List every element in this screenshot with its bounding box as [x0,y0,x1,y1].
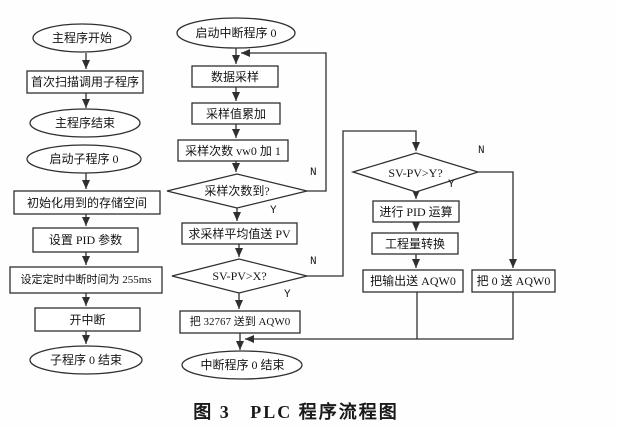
node-int0-end: 中断程序 0 结束 [200,358,285,372]
branch-label-x-yes: Y [284,289,291,301]
connector-lines [82,48,517,350]
branch-label-x-no: N [310,256,317,268]
branch-label-sample-count-no: N [310,167,317,179]
branch-label-sample-count-yes: Y [270,205,277,217]
node-sv-pv-gt-y: SV-PV>Y? [388,165,443,180]
node-sample-count-inc: 采样次数 vw0 加 1 [185,143,281,158]
shape-set-timed-interrupt [9,266,163,294]
shape-send-32767 [179,310,301,334]
shape-zero-to-aqw0 [471,269,556,293]
node-sample-count-done: 采样次数到? [204,184,270,198]
shape-main-start [32,23,132,53]
figure-caption: 图 3 PLC 程序流程图 [193,402,399,422]
shape-sample-count-done [166,173,308,209]
node-send-32767: 把 32767 送到 AQW0 [189,315,291,328]
node-sub0-start: 启动子程序 0 [49,152,119,166]
node-zero-to-aqw0: 把 0 送 AQW0 [476,274,551,288]
shape-int0-end [181,350,303,380]
branch-label-y-yes: Y [448,179,455,191]
shape-sv-pv-gt-y [350,152,481,193]
shape-sub0-start [26,144,142,174]
node-int0-start: 启动中断程序 0 [195,26,277,40]
shape-pid-compute [372,200,460,223]
node-set-timed-interrupt: 设定定时中断时间为 255ms [20,273,152,286]
shape-init-memory [13,190,161,215]
node-pid-compute: 进行 PID 运算 [379,204,453,219]
shape-eng-convert [371,232,459,255]
node-main-start: 主程序开始 [51,31,112,45]
node-main-end: 主程序结束 [54,116,115,130]
node-open-interrupt: 开中断 [69,312,106,327]
node-eng-convert: 工程量转换 [384,236,445,251]
node-sample-accumulate: 采样值累加 [205,106,266,121]
shape-open-interrupt [34,307,141,332]
node-data-sampling: 数据采样 [210,69,259,84]
branch-label-y-no: N [478,145,485,157]
node-output-to-aqw0: 把输出送 AQW0 [370,274,456,288]
node-init-memory: 初始化用到的存储空间 [26,195,147,210]
shape-int0-start [176,17,296,49]
shape-sample-accumulate [191,102,281,125]
shape-sample-count-inc [177,139,289,162]
shape-first-scan-call [26,70,144,94]
node-sv-pv-gt-x: SV-PV>X? [212,269,267,283]
shape-data-sampling [191,65,279,88]
shape-sv-pv-gt-x [171,258,308,294]
shape-set-pid-params [32,227,139,253]
node-sub0-end: 子程序 0 结束 [49,353,122,367]
shape-sub0-end [29,345,143,375]
node-avg-to-pv: 求采样平均值送 PV [188,226,291,241]
shape-main-end [29,108,141,138]
node-set-pid-params: 设置 PID 参数 [48,233,123,247]
node-first-scan-call: 首次扫描调用子程序 [30,75,139,89]
shape-avg-to-pv [181,222,298,245]
node-shapes [9,17,556,380]
shape-output-to-aqw0 [362,269,464,293]
